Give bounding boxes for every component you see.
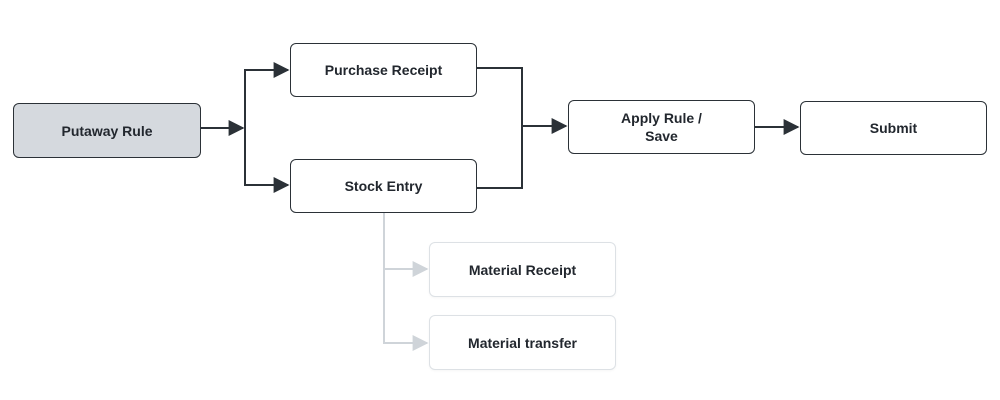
node-purchase-receipt: Purchase Receipt bbox=[290, 43, 477, 97]
node-submit: Submit bbox=[800, 101, 987, 155]
node-stock-entry: Stock Entry bbox=[290, 159, 477, 213]
node-material-transfer-label: Material transfer bbox=[468, 334, 577, 351]
node-submit-label: Submit bbox=[869, 120, 918, 136]
node-purchase-receipt-label: Purchase Receipt bbox=[324, 62, 443, 78]
connector-purchase-receipt-to-merge bbox=[476, 67, 523, 126]
node-putaway-rule: Putaway Rule bbox=[13, 103, 201, 158]
node-material-transfer: Material transfer bbox=[429, 315, 616, 370]
node-stock-entry-label: Stock Entry bbox=[344, 178, 423, 194]
node-material-receipt-label: Material Receipt bbox=[468, 261, 577, 278]
node-putaway-rule-label: Putaway Rule bbox=[61, 122, 153, 139]
node-apply-rule-save: Apply Rule / Save bbox=[568, 100, 755, 154]
node-apply-rule-save-label: Apply Rule / Save bbox=[621, 110, 702, 144]
connector-stock-entry-to-merge bbox=[476, 126, 523, 189]
node-material-receipt: Material Receipt bbox=[429, 242, 616, 297]
